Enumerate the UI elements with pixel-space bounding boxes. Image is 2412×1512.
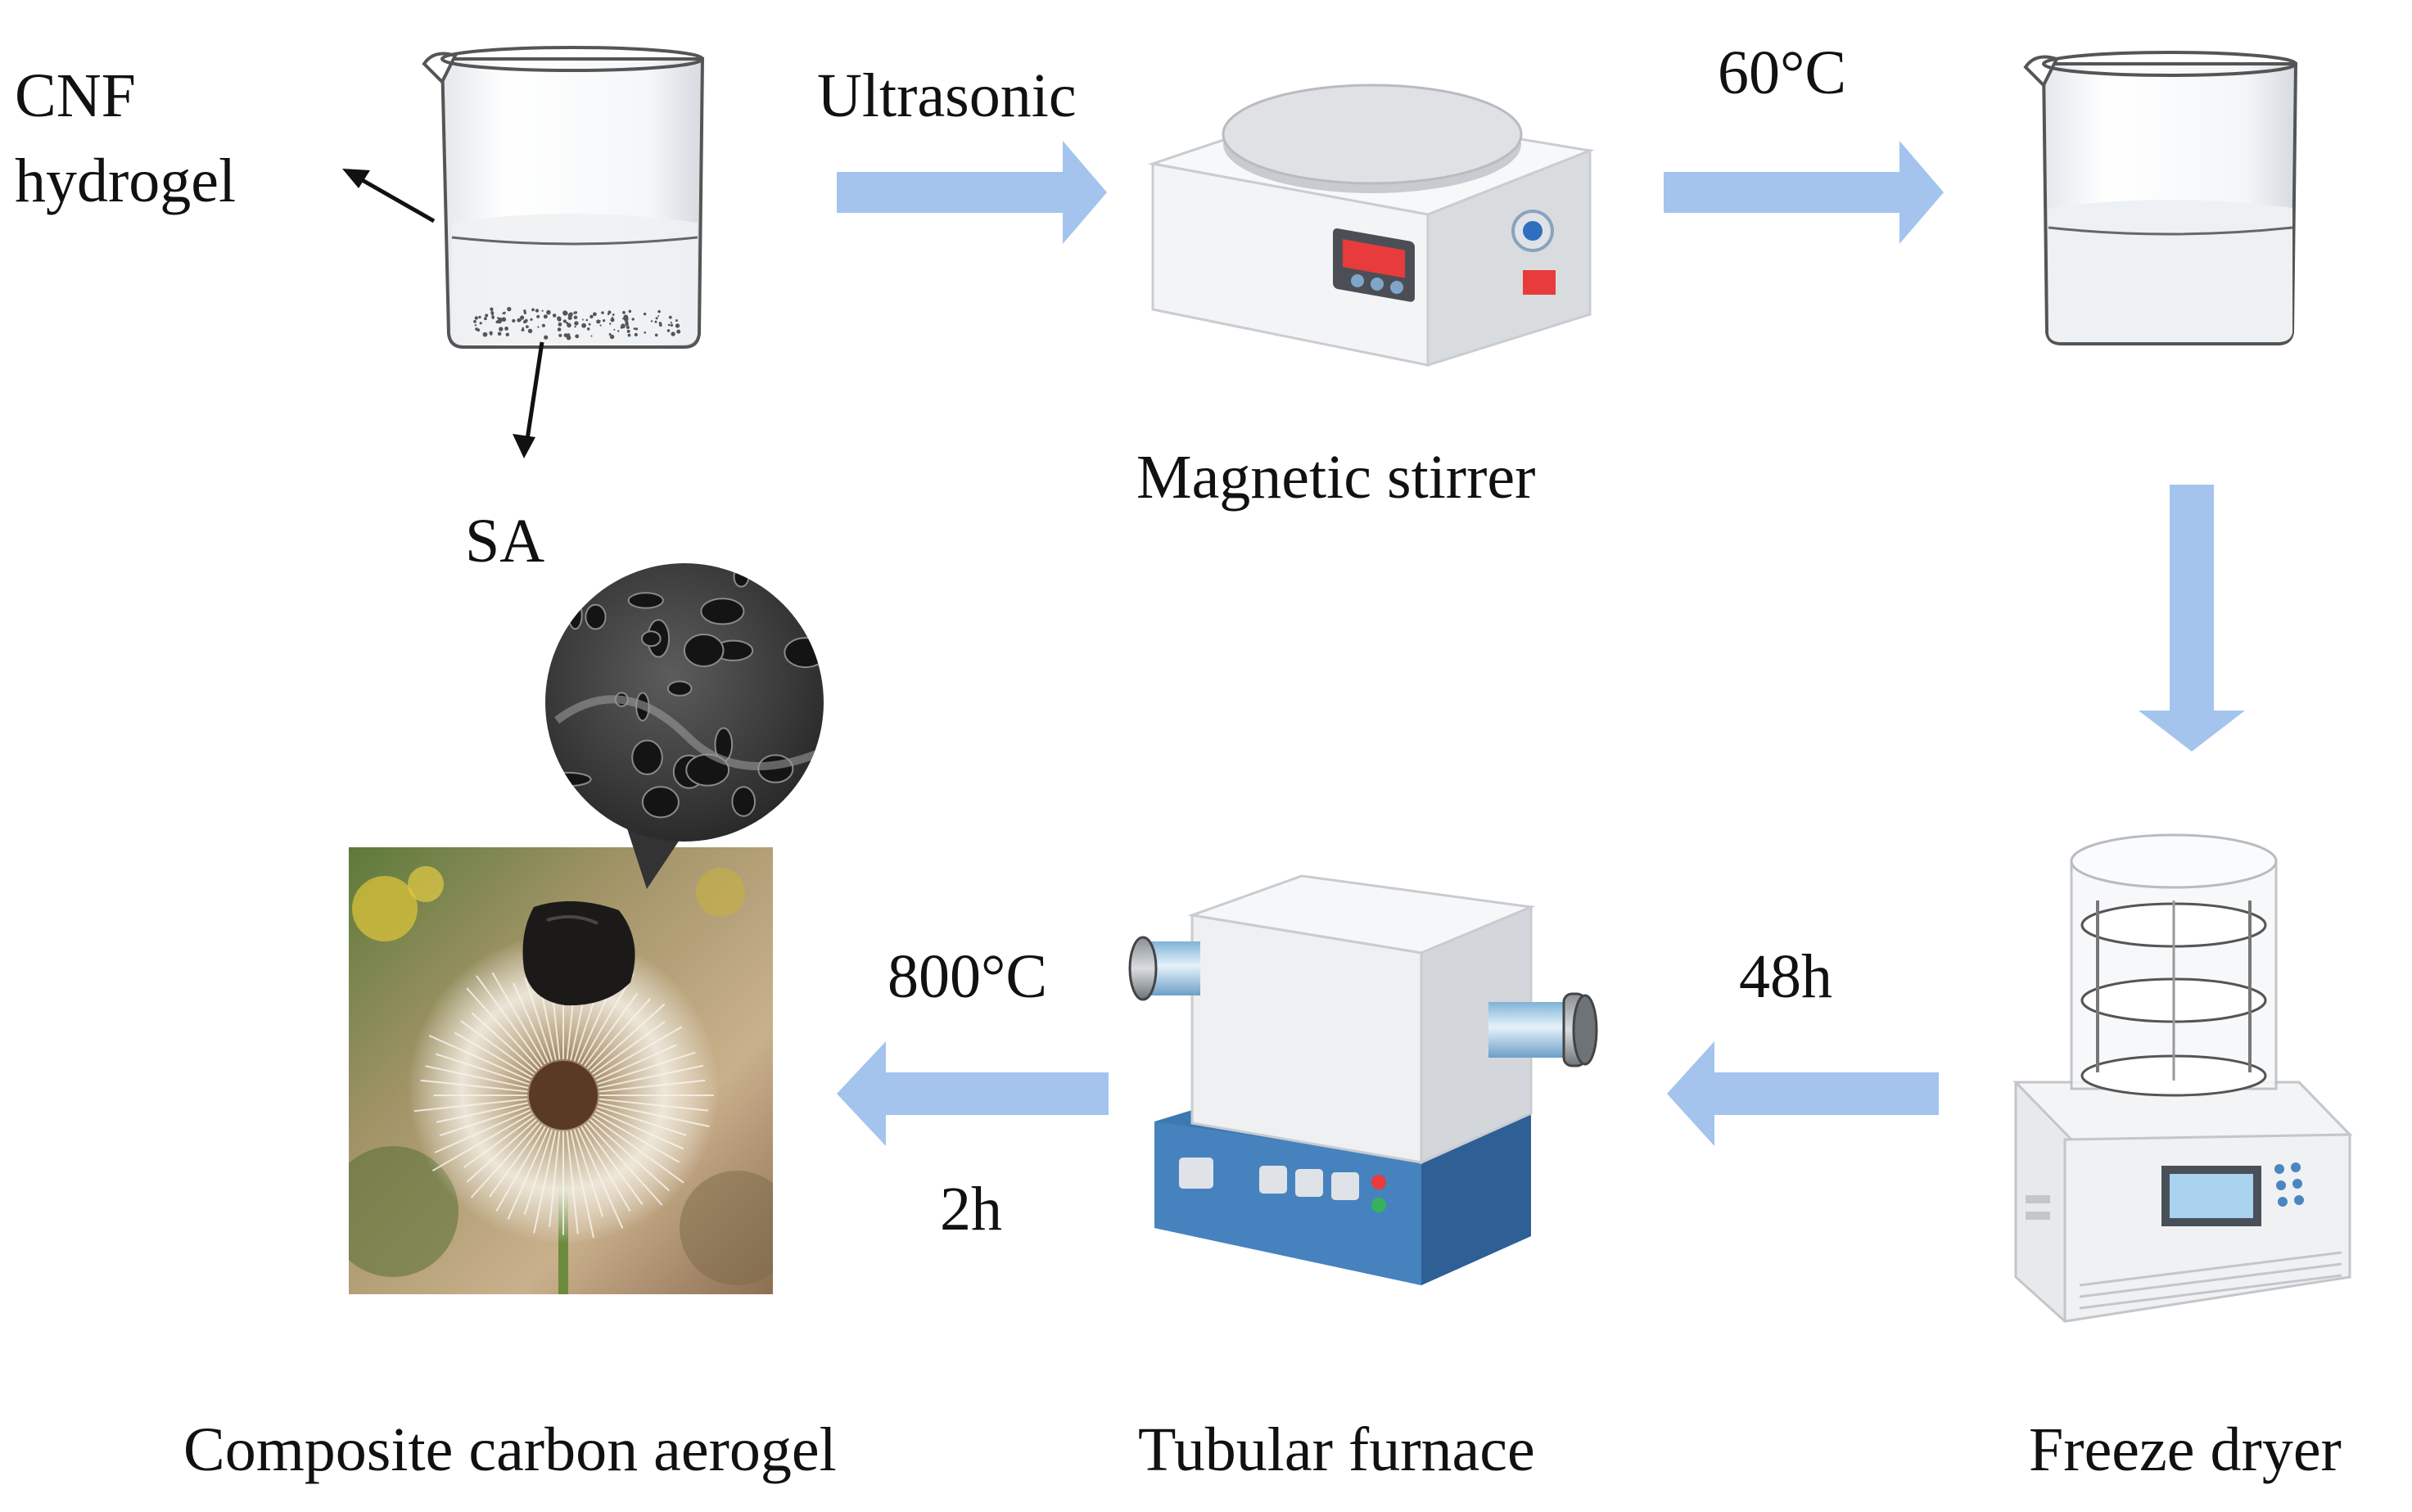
- pointer-sa-arrow: [513, 341, 544, 458]
- label-60c: 60°C: [1718, 38, 1847, 107]
- flow-arrow-48h: [1667, 1041, 1939, 1146]
- label-ultrasonic: Ultrasonic: [817, 61, 1077, 130]
- label-hydrogel: hydrogel: [15, 147, 237, 215]
- pointer-cnf-arrow: [342, 169, 436, 223]
- tubular-furnace-icon: [1128, 874, 1598, 1285]
- label-composite-aerogel: Composite carbon aerogel: [183, 1415, 837, 1484]
- label-sa: SA: [465, 507, 545, 575]
- label-48h: 48h: [1739, 942, 1832, 1011]
- label-tubular-furnace: Tubular furnace: [1138, 1415, 1535, 1484]
- label-cnf: CNF: [15, 61, 136, 130]
- label-800c: 800°C: [888, 942, 1048, 1011]
- label-magnetic-stirrer: Magnetic stirrer: [1136, 443, 1536, 512]
- flow-arrow-60c: [1664, 141, 1944, 244]
- beaker-cnf-sa-icon: [422, 46, 705, 349]
- flow-arrow-ultrasonic: [837, 141, 1107, 244]
- flow-arrow-800c: [837, 1041, 1109, 1146]
- freeze-dryer-icon: [2012, 833, 2353, 1323]
- flow-arrow-down: [2139, 485, 2245, 751]
- label-2h: 2h: [940, 1175, 1002, 1243]
- magnetic-stirrer-icon: [1148, 83, 1595, 368]
- sem-magnified-image: [545, 563, 824, 889]
- beaker-mixture-icon: [2023, 51, 2298, 345]
- aerogel-photo: [349, 847, 773, 1294]
- label-freeze-dryer: Freeze dryer: [2029, 1415, 2342, 1484]
